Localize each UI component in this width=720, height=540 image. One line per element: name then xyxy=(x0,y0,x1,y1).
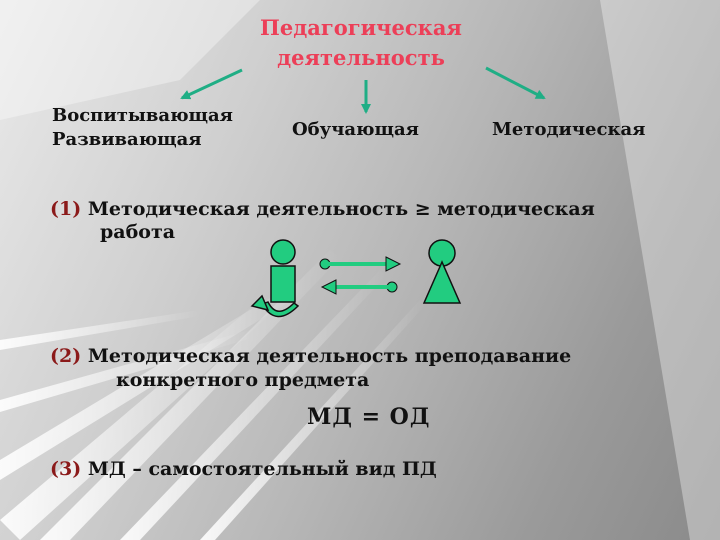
item-1-number: (1) xyxy=(50,198,82,220)
arrow-left xyxy=(180,68,243,100)
item-2-number: (2) xyxy=(50,345,82,367)
branch-left-line-1: Воспитывающая xyxy=(52,105,233,126)
item-1-text: Методическая деятельность ≥ методическая xyxy=(87,198,595,220)
item-3-line-1: (3) МД – самостоятельный вид ПД xyxy=(50,458,437,480)
item-1-line-2: работа xyxy=(100,221,176,243)
item-3-number: (3) xyxy=(50,458,82,480)
item-2-line-2: конкретного предмета xyxy=(116,369,370,391)
title-line-1: Педагогическая xyxy=(260,15,462,40)
title-line-2: деятельность xyxy=(277,45,445,70)
arrow-right xyxy=(485,66,546,100)
item-3-text: МД – самостоятельный вид ПД xyxy=(87,458,437,480)
branch-middle: Обучающая xyxy=(292,119,419,140)
exchange-arrows-icon xyxy=(319,256,402,295)
branch-left-line-2: Развивающая xyxy=(52,129,202,150)
formula: МД = ОД xyxy=(307,404,431,430)
person-pawn-icon xyxy=(422,239,462,304)
person-with-cycle-icon xyxy=(250,239,300,318)
item-2-text: Методическая деятельность преподавание xyxy=(87,345,572,367)
branch-right: Методическая xyxy=(492,119,646,140)
item-2-line-1: (2) Методическая деятельность преподаван… xyxy=(50,345,571,367)
item-1-line-1: (1) Методическая деятельность ≥ методиче… xyxy=(50,198,595,220)
